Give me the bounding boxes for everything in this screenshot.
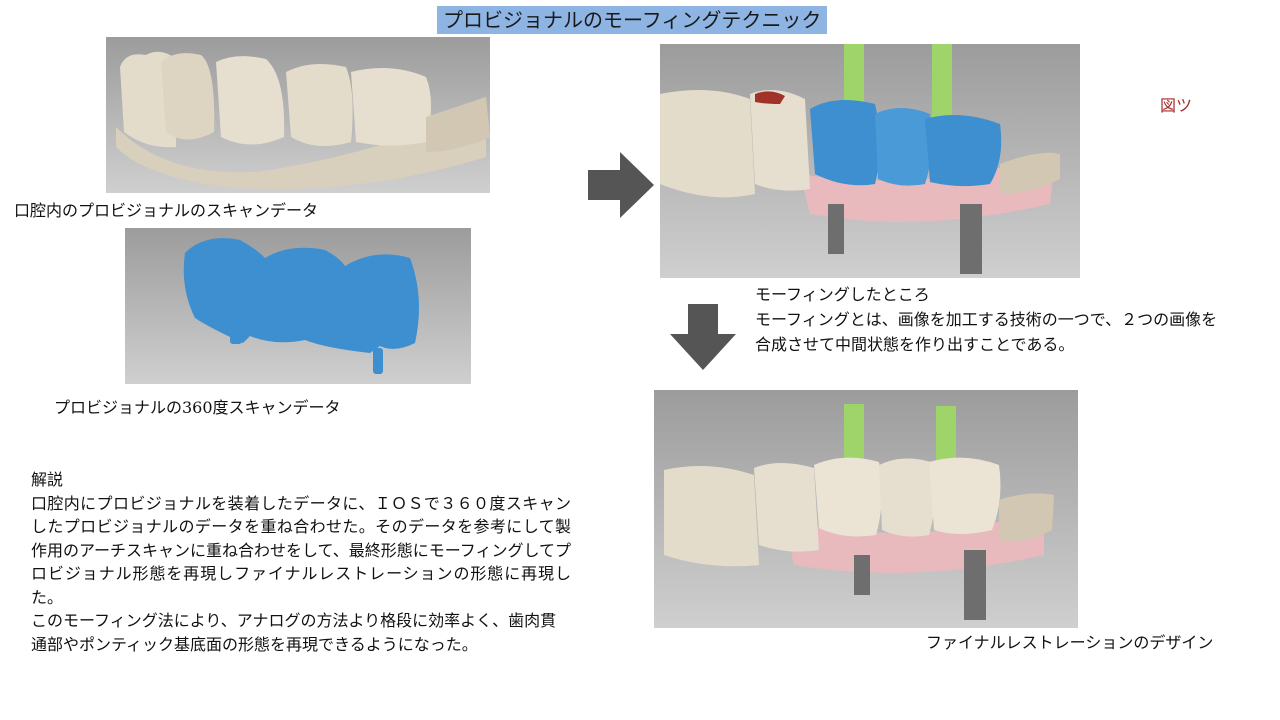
morphing-explanation: モーフィングしたところ モーフィングとは、画像を加工する技術の一つで、２つの画像… <box>755 282 1275 357</box>
description-paragraph-1: 口腔内にプロビジョナルを装着したデータに、ＩＯＳで３６０度スキャンしたプロビジョ… <box>31 493 572 607</box>
intraoral-scan-image <box>106 37 490 193</box>
morphing-line-1: モーフィングとは、画像を加工する技術の一つで、２つの画像を <box>755 310 1218 329</box>
provisional-360-caption: プロビジョナルの360度スキャンデータ <box>54 398 341 417</box>
figure-label: 図ツ <box>1160 96 1193 115</box>
provisional-360-image <box>125 228 471 384</box>
description-paragraph-2: このモーフィング法により、アナログの方法より格段に効率よく、歯肉貫通部やポンティ… <box>31 611 557 654</box>
right-arrow-icon <box>588 152 654 218</box>
page-title: プロビジョナルのモーフィングテクニック <box>437 6 828 34</box>
description-heading: 解説 <box>31 470 64 489</box>
morphing-heading: モーフィングしたところ <box>755 285 930 304</box>
intraoral-scan-caption: 口腔内のプロビジョナルのスキャンデータ <box>14 201 319 220</box>
final-design-caption: ファイナルレストレーションのデザイン <box>926 633 1214 652</box>
morphed-image <box>660 44 1080 278</box>
description-block: 解説 口腔内にプロビジョナルを装着したデータに、ＩＯＳで３６０度スキャンしたプロ… <box>31 468 571 656</box>
down-arrow-icon <box>670 304 736 370</box>
final-design-image <box>654 390 1078 628</box>
morphing-line-2: 合成させて中間状態を作り出すことである。 <box>755 335 1075 354</box>
